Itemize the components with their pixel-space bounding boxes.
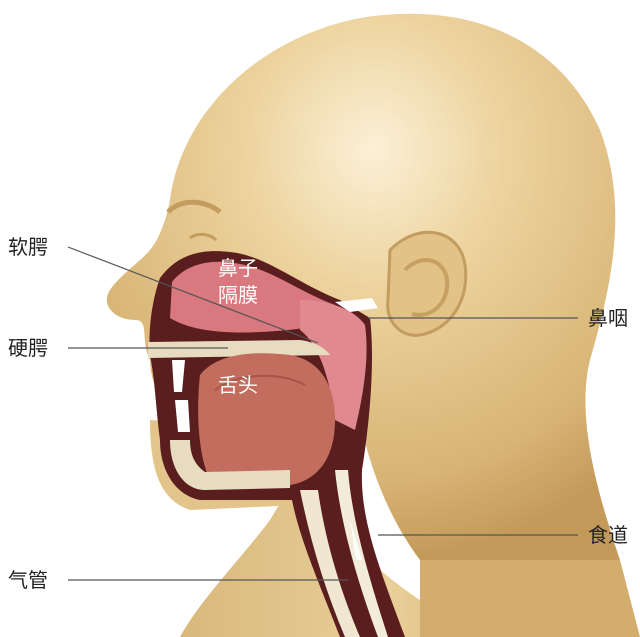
- label-hard-palate: 硬腭: [8, 337, 48, 359]
- label-nasal-septum-line2: 隔膜: [218, 284, 258, 306]
- label-trachea: 气管: [8, 569, 48, 591]
- label-nasopharynx: 鼻咽: [588, 307, 628, 329]
- label-esophagus: 食道: [588, 524, 628, 546]
- label-soft-palate: 软腭: [8, 236, 48, 258]
- label-tongue: 舌头: [218, 374, 258, 396]
- label-nasal-septum-line1: 鼻子: [218, 257, 258, 279]
